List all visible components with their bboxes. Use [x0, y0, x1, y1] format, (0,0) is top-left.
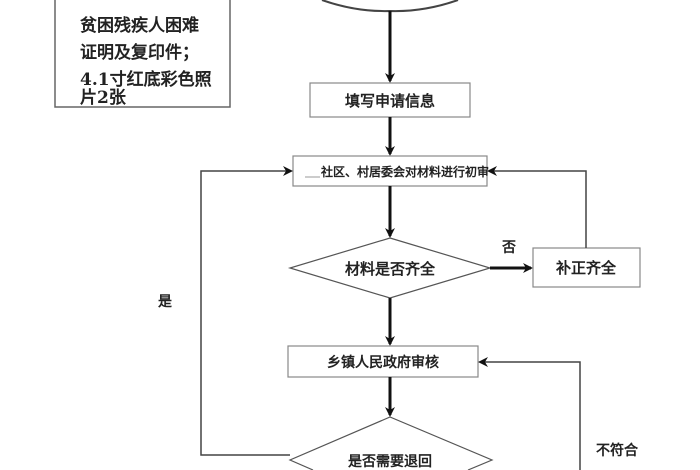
start-node [321, 0, 459, 13]
arrow-not-compliant-loop [478, 357, 581, 470]
node-materials-complete: 材料是否齐全 [287, 237, 493, 299]
requirements-box: 贫困残疾人困难 证明及复印件； 4.1寸红底彩色照 片2张 [54, 0, 231, 108]
edge-label-no: 否 [501, 240, 516, 256]
node-township-review: 乡镇人民政府审核 [287, 345, 479, 378]
edge-label-yes: 是 [158, 294, 173, 310]
node-need-return: 是否需要退回 [288, 416, 494, 470]
svg-text:补正齐全: 补正齐全 [555, 259, 617, 277]
node-fill-info: 填写申请信息 [309, 82, 471, 118]
edge-label-not-compliant: 不符合 [596, 442, 639, 459]
requirements-line: 4.1寸红底彩色照 [80, 69, 212, 90]
svg-text:社区、村居委会对材料进行初审: 社区、村居委会对材料进行初审 [320, 164, 489, 179]
svg-text:材料是否齐全: 材料是否齐全 [345, 260, 436, 278]
arrow-yes-loop [200, 166, 293, 456]
arrow-supplement-to-review [487, 166, 587, 248]
svg-text:填写申请信息: 填写申请信息 [345, 92, 435, 110]
node-community-review: 社区、村居委会对材料进行初审 [292, 155, 489, 187]
svg-text:是否需要退回: 是否需要退回 [348, 453, 432, 470]
svg-text:乡镇人民政府审核: 乡镇人民政府审核 [327, 354, 439, 371]
requirements-line: 片2张 [80, 87, 127, 108]
requirements-line: 贫困残疾人困难 [79, 15, 199, 36]
node-supplement: 补正齐全 [532, 247, 641, 288]
requirements-line: 证明及复印件； [80, 42, 199, 63]
